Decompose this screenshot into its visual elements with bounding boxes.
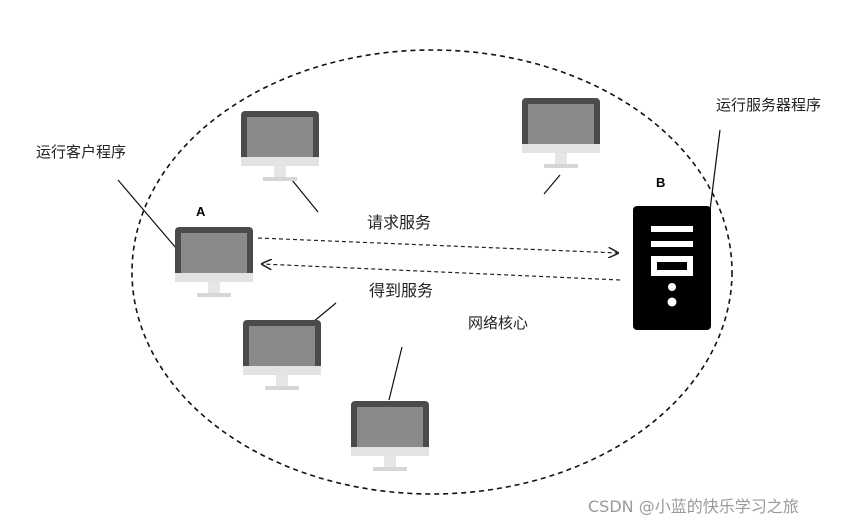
network-core-label: 网络核心 <box>468 314 528 332</box>
request-arrow <box>257 237 618 253</box>
client-program-label: 运行客户程序 <box>36 143 126 161</box>
request-label: 请求服务 <box>367 213 431 232</box>
watermark: CSDN @小蓝的快乐学习之旅 <box>588 497 799 516</box>
computer-icon-bottom <box>351 401 429 471</box>
computer-icon-top-left <box>241 111 319 181</box>
computer-icon-top-right <box>522 98 600 168</box>
server-program-label: 运行服务器程序 <box>716 96 821 114</box>
link-line-bottom-left <box>312 302 337 323</box>
node-a-label: A <box>196 204 206 219</box>
pointer-line-server <box>709 129 721 211</box>
response-label: 得到服务 <box>369 281 433 300</box>
link-line-top-right <box>543 174 561 195</box>
server-icon-b <box>633 206 711 330</box>
computer-icon-client-a <box>175 227 253 297</box>
link-line-top-left <box>291 179 319 213</box>
pointer-line-client <box>117 179 177 249</box>
response-arrow <box>262 264 621 281</box>
computer-icon-bottom-left <box>243 320 321 390</box>
network-boundary-ellipse <box>131 49 733 495</box>
link-line-bottom <box>388 346 403 401</box>
node-b-label: B <box>656 175 665 190</box>
